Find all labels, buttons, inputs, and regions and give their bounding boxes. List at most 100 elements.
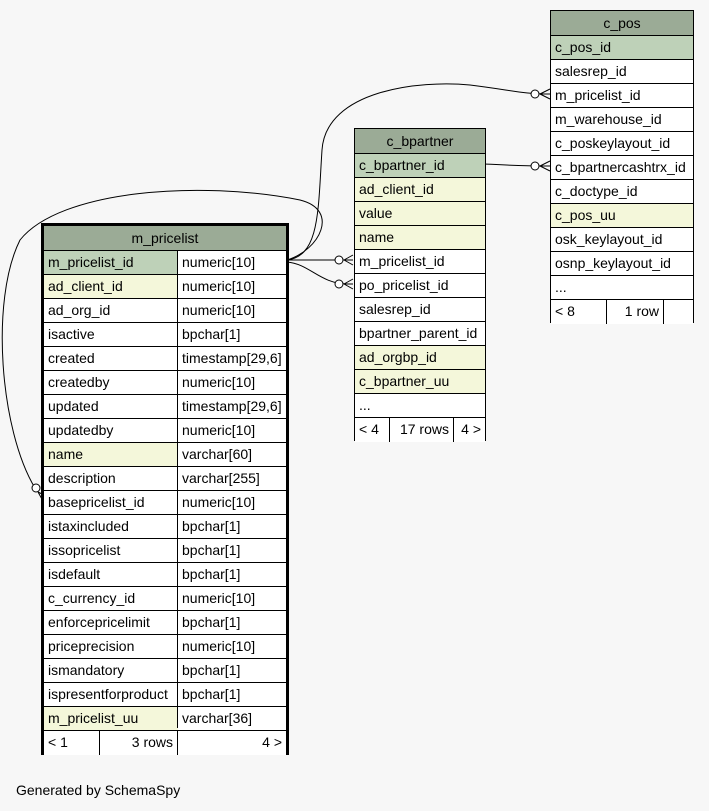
column-row[interactable]: updatedby numeric[10] [44, 419, 286, 443]
column-row[interactable]: m_warehouse_id [551, 108, 693, 132]
table-header[interactable]: c_pos [551, 11, 693, 36]
column-name: name [48, 446, 84, 462]
column-name: updated [48, 398, 99, 414]
crowfoot-marker [539, 88, 551, 100]
column-name: ad_org_id [48, 302, 111, 318]
column-row[interactable]: ad_orgbp_id [355, 346, 485, 370]
column-row[interactable]: bpartner_parent_id [355, 322, 485, 346]
column-name: ispresentforproduct [48, 686, 168, 702]
column-row[interactable]: ... [355, 394, 485, 418]
table-footer: < 4 17 rows 4 > [355, 418, 485, 442]
footer-divider [177, 731, 178, 755]
column-row[interactable]: c_pos_id [551, 36, 693, 60]
column-name: m_warehouse_id [555, 111, 662, 127]
column-name: name [359, 229, 395, 245]
column-row[interactable]: c_pos_uu [551, 204, 693, 228]
crowfoot-marker [539, 160, 551, 172]
column-name: createdby [48, 374, 110, 390]
column-row[interactable]: po_pricelist_id [355, 274, 485, 298]
column-name: osnp_keylayout_id [555, 255, 671, 271]
column-type: bpchar[1] [178, 515, 286, 538]
column-name: bpartner_parent_id [359, 325, 478, 341]
column-name: priceprecision [48, 638, 135, 654]
column-row[interactable]: salesrep_id [355, 298, 485, 322]
column-name: ad_client_id [48, 278, 123, 294]
parents-link[interactable]: < 1 [48, 734, 68, 750]
column-row[interactable]: m_pricelist_id [355, 250, 485, 274]
optional-marker [334, 279, 344, 289]
row-count: 17 rows [399, 421, 449, 437]
table-header[interactable]: m_pricelist [44, 226, 286, 251]
column-name: m_pricelist_id [359, 253, 445, 269]
children-link[interactable]: 4 > [262, 734, 282, 750]
column-row[interactable]: value [355, 202, 485, 226]
optional-marker [530, 89, 540, 99]
column-row[interactable]: c_doctype_id [551, 180, 693, 204]
column-name: ismandatory [48, 662, 125, 678]
column-row[interactable]: updated timestamp[29,6] [44, 395, 286, 419]
column-row[interactable]: c_bpartnercashtrx_id [551, 156, 693, 180]
optional-marker [334, 255, 344, 265]
column-type: timestamp[29,6] [178, 395, 286, 418]
column-row[interactable]: ... [551, 276, 693, 300]
column-type: numeric[10] [178, 635, 286, 658]
parents-link[interactable]: < 8 [555, 303, 575, 319]
column-name: value [359, 205, 393, 221]
children-link[interactable]: 4 > [461, 421, 481, 437]
column-row[interactable]: c_bpartner_uu [355, 370, 485, 394]
column-type: numeric[10] [178, 419, 286, 442]
column-name: c_bpartnercashtrx_id [555, 159, 686, 175]
column-row[interactable]: osk_keylayout_id [551, 228, 693, 252]
column-name: basepricelist_id [48, 494, 145, 510]
footer-divider [606, 300, 607, 324]
column-row[interactable]: ad_client_id numeric[10] [44, 275, 286, 299]
column-type: numeric[10] [178, 275, 286, 298]
column-name: ... [555, 279, 567, 295]
column-row[interactable]: salesrep_id [551, 60, 693, 84]
column-row[interactable]: c_poskeylayout_id [551, 132, 693, 156]
column-name: created [48, 350, 95, 366]
column-row[interactable]: m_pricelist_id [551, 84, 693, 108]
column-name: updatedby [48, 422, 114, 438]
column-name: po_pricelist_id [359, 277, 449, 293]
parents-link[interactable]: < 4 [359, 421, 379, 437]
column-divider [177, 251, 178, 728]
children-link[interactable] [663, 300, 693, 324]
column-name: c_doctype_id [555, 183, 638, 199]
column-name: isdefault [48, 566, 101, 582]
column-type: bpchar[1] [178, 611, 286, 634]
column-name: salesrep_id [359, 301, 431, 317]
column-name: m_pricelist_id [555, 87, 641, 103]
row-count: 3 rows [131, 734, 173, 750]
column-name: ad_client_id [359, 181, 434, 197]
column-row[interactable]: ad_client_id [355, 178, 485, 202]
crowfoot-marker [343, 254, 354, 266]
column-row[interactable]: osnp_keylayout_id [551, 252, 693, 276]
column-row[interactable]: created timestamp[29,6] [44, 347, 286, 371]
table-header[interactable]: c_bpartner [355, 129, 485, 154]
column-type: timestamp[29,6] [178, 347, 286, 370]
column-row[interactable]: c_bpartner_id [355, 154, 485, 178]
column-row[interactable]: priceprecision numeric[10] [44, 635, 286, 659]
column-row[interactable]: name [355, 226, 485, 250]
